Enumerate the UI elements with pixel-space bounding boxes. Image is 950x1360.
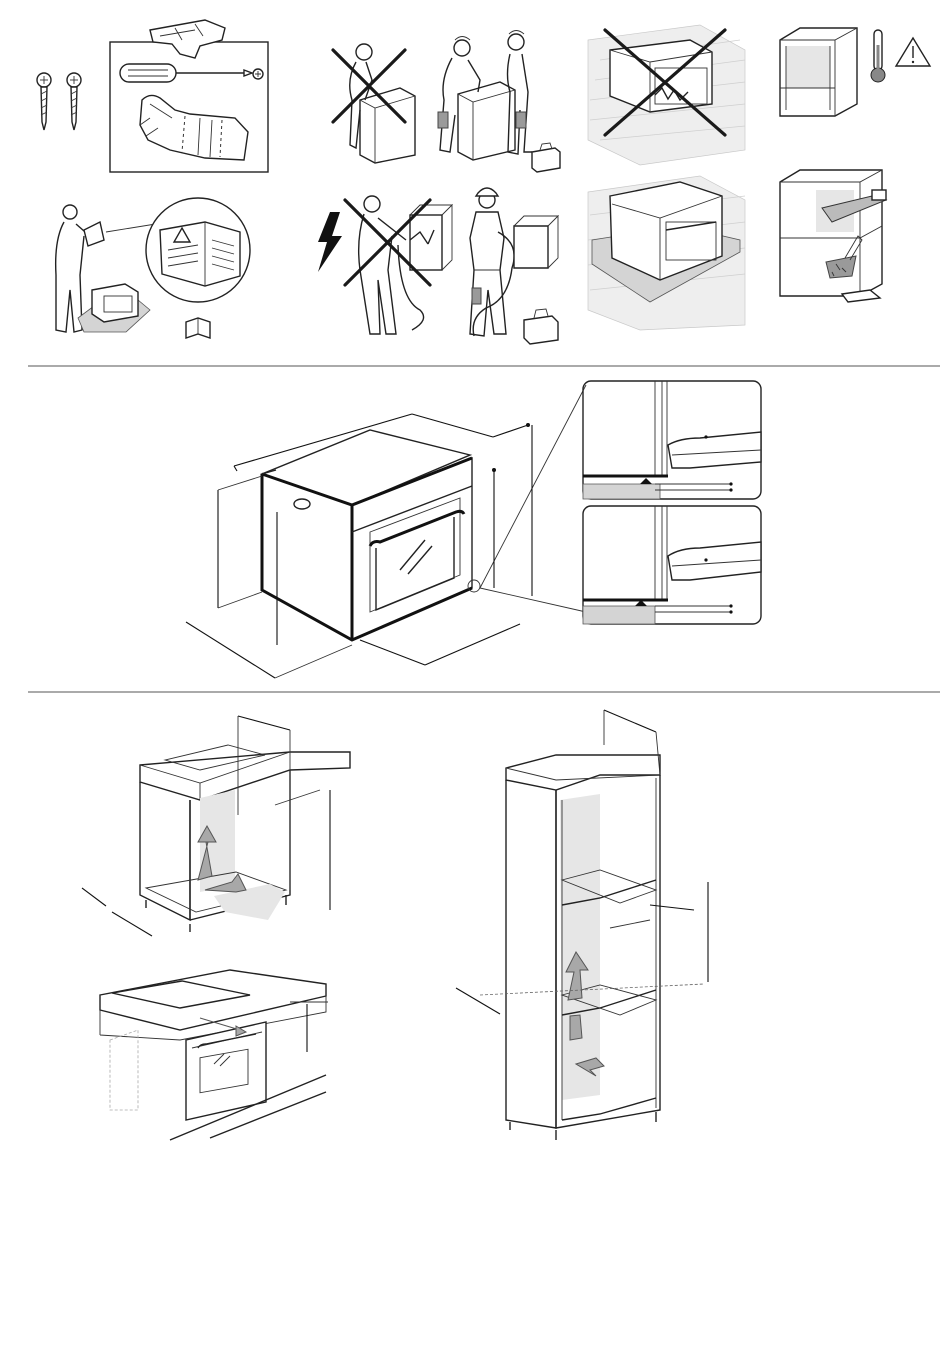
- under-hob-install: [100, 970, 328, 1140]
- no-single-lift: [333, 44, 415, 163]
- door-detail-top: [583, 381, 761, 499]
- hinge-bracket-icon: [150, 20, 225, 58]
- oven-isometric: [262, 385, 586, 640]
- cabinet-installation: [82, 710, 708, 1140]
- tall-column-cabinet: [456, 710, 708, 1140]
- toolbox-icon: [532, 143, 560, 172]
- read-manual: [56, 198, 250, 338]
- lightning-icon: [318, 212, 342, 272]
- toolbox-icon: [524, 309, 558, 344]
- manual-book-icon: [186, 318, 210, 338]
- screwdriver-icon: [120, 64, 263, 82]
- screw-icon: [37, 73, 51, 130]
- unit-temperature-warning: [780, 28, 930, 116]
- oven-dimensions: [186, 381, 761, 678]
- door-detail-bottom: [583, 506, 761, 624]
- qualified-electrician: [470, 188, 558, 344]
- under-counter-cabinet: [82, 716, 350, 936]
- safety-pictograms: [37, 20, 930, 344]
- gloves-icon: [140, 95, 248, 160]
- warning-triangle-icon: [896, 38, 930, 66]
- two-person-lift: [438, 31, 560, 173]
- screw-icon: [67, 73, 81, 130]
- oven-on-foam: [588, 176, 745, 330]
- tools-and-screws: [37, 20, 268, 172]
- thermometer-icon: [871, 30, 885, 82]
- manual-open-icon: [160, 222, 240, 286]
- no-live-electrical-work: [318, 196, 452, 334]
- cut-cabinet-clean: [780, 170, 886, 302]
- no-damaged-oven: [588, 25, 745, 165]
